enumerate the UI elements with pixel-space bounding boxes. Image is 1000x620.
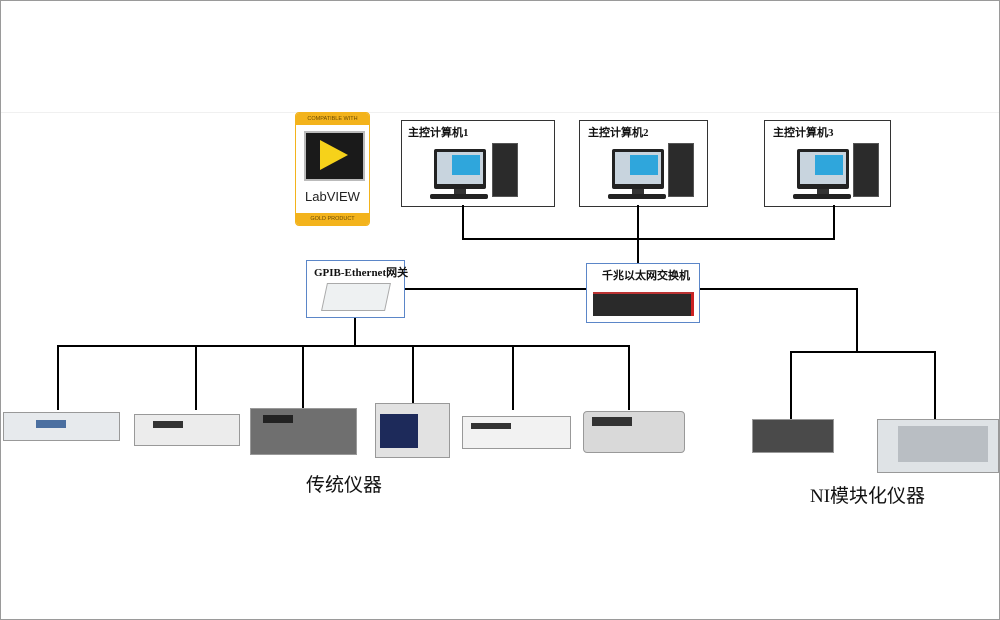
- tower-icon: [492, 143, 518, 197]
- monitor-icon: [797, 149, 849, 189]
- link-line: [354, 317, 356, 347]
- monitor-icon: [434, 149, 486, 189]
- power-supply-1: [3, 412, 120, 441]
- logo-top-text: COMPATIBLE WITH: [296, 113, 369, 125]
- gpib-ethernet-gateway: GPIB-Ethernet网关: [306, 260, 409, 318]
- switch-device-icon: [593, 292, 694, 316]
- logo-bottom-text: GOLD PRODUCT: [296, 213, 369, 225]
- link-line: [195, 345, 197, 410]
- tower-icon: [853, 143, 879, 197]
- link-line: [512, 345, 514, 410]
- traditional-instruments-label: 传统仪器: [306, 475, 383, 496]
- link-line: [628, 345, 630, 410]
- link-line: [57, 345, 630, 347]
- keyboard-icon: [430, 194, 488, 199]
- computer-1-label: 主控计算机1: [408, 127, 469, 139]
- compactdaq-chassis: [752, 419, 834, 453]
- link-line: [637, 205, 639, 263]
- computer-3: 主控计算机3: [764, 120, 891, 207]
- computer-2-label: 主控计算机2: [588, 127, 649, 139]
- link-line: [404, 288, 586, 290]
- signal-source: [250, 408, 357, 455]
- computer-2: 主控计算机2: [579, 120, 708, 207]
- link-line: [302, 345, 304, 410]
- link-line: [412, 345, 414, 403]
- divider: [1, 112, 999, 113]
- labview-logo: COMPATIBLE WITH LabVIEW GOLD PRODUCT: [295, 112, 370, 226]
- monitor-icon: [612, 149, 664, 189]
- link-line: [934, 351, 936, 419]
- power-supply-2: [134, 414, 240, 446]
- link-line: [462, 205, 464, 240]
- keyboard-icon: [793, 194, 851, 199]
- ni-modular-instruments-label: NI模块化仪器: [810, 486, 926, 507]
- oscilloscope: [375, 403, 450, 458]
- pxi-chassis: [877, 419, 999, 473]
- link-line: [699, 288, 858, 290]
- keyboard-icon: [608, 194, 666, 199]
- computer-1: 主控计算机1: [401, 120, 555, 207]
- tower-icon: [668, 143, 694, 197]
- logo-name: LabVIEW: [305, 189, 360, 204]
- link-line: [790, 351, 936, 353]
- labview-icon: [304, 131, 365, 181]
- gateway-label: GPIB-Ethernet网关: [314, 267, 409, 279]
- function-generator: [462, 416, 571, 449]
- link-line: [790, 351, 792, 419]
- computer-3-label: 主控计算机3: [773, 127, 834, 139]
- link-line: [833, 205, 835, 240]
- link-line: [57, 345, 59, 410]
- switch-label: 千兆以太网交换机: [602, 270, 690, 282]
- link-line: [462, 238, 835, 240]
- gigabit-ethernet-switch: 千兆以太网交换机: [586, 263, 700, 323]
- gateway-device-icon: [321, 283, 391, 311]
- digital-multimeter: [583, 411, 685, 453]
- link-line: [856, 288, 858, 352]
